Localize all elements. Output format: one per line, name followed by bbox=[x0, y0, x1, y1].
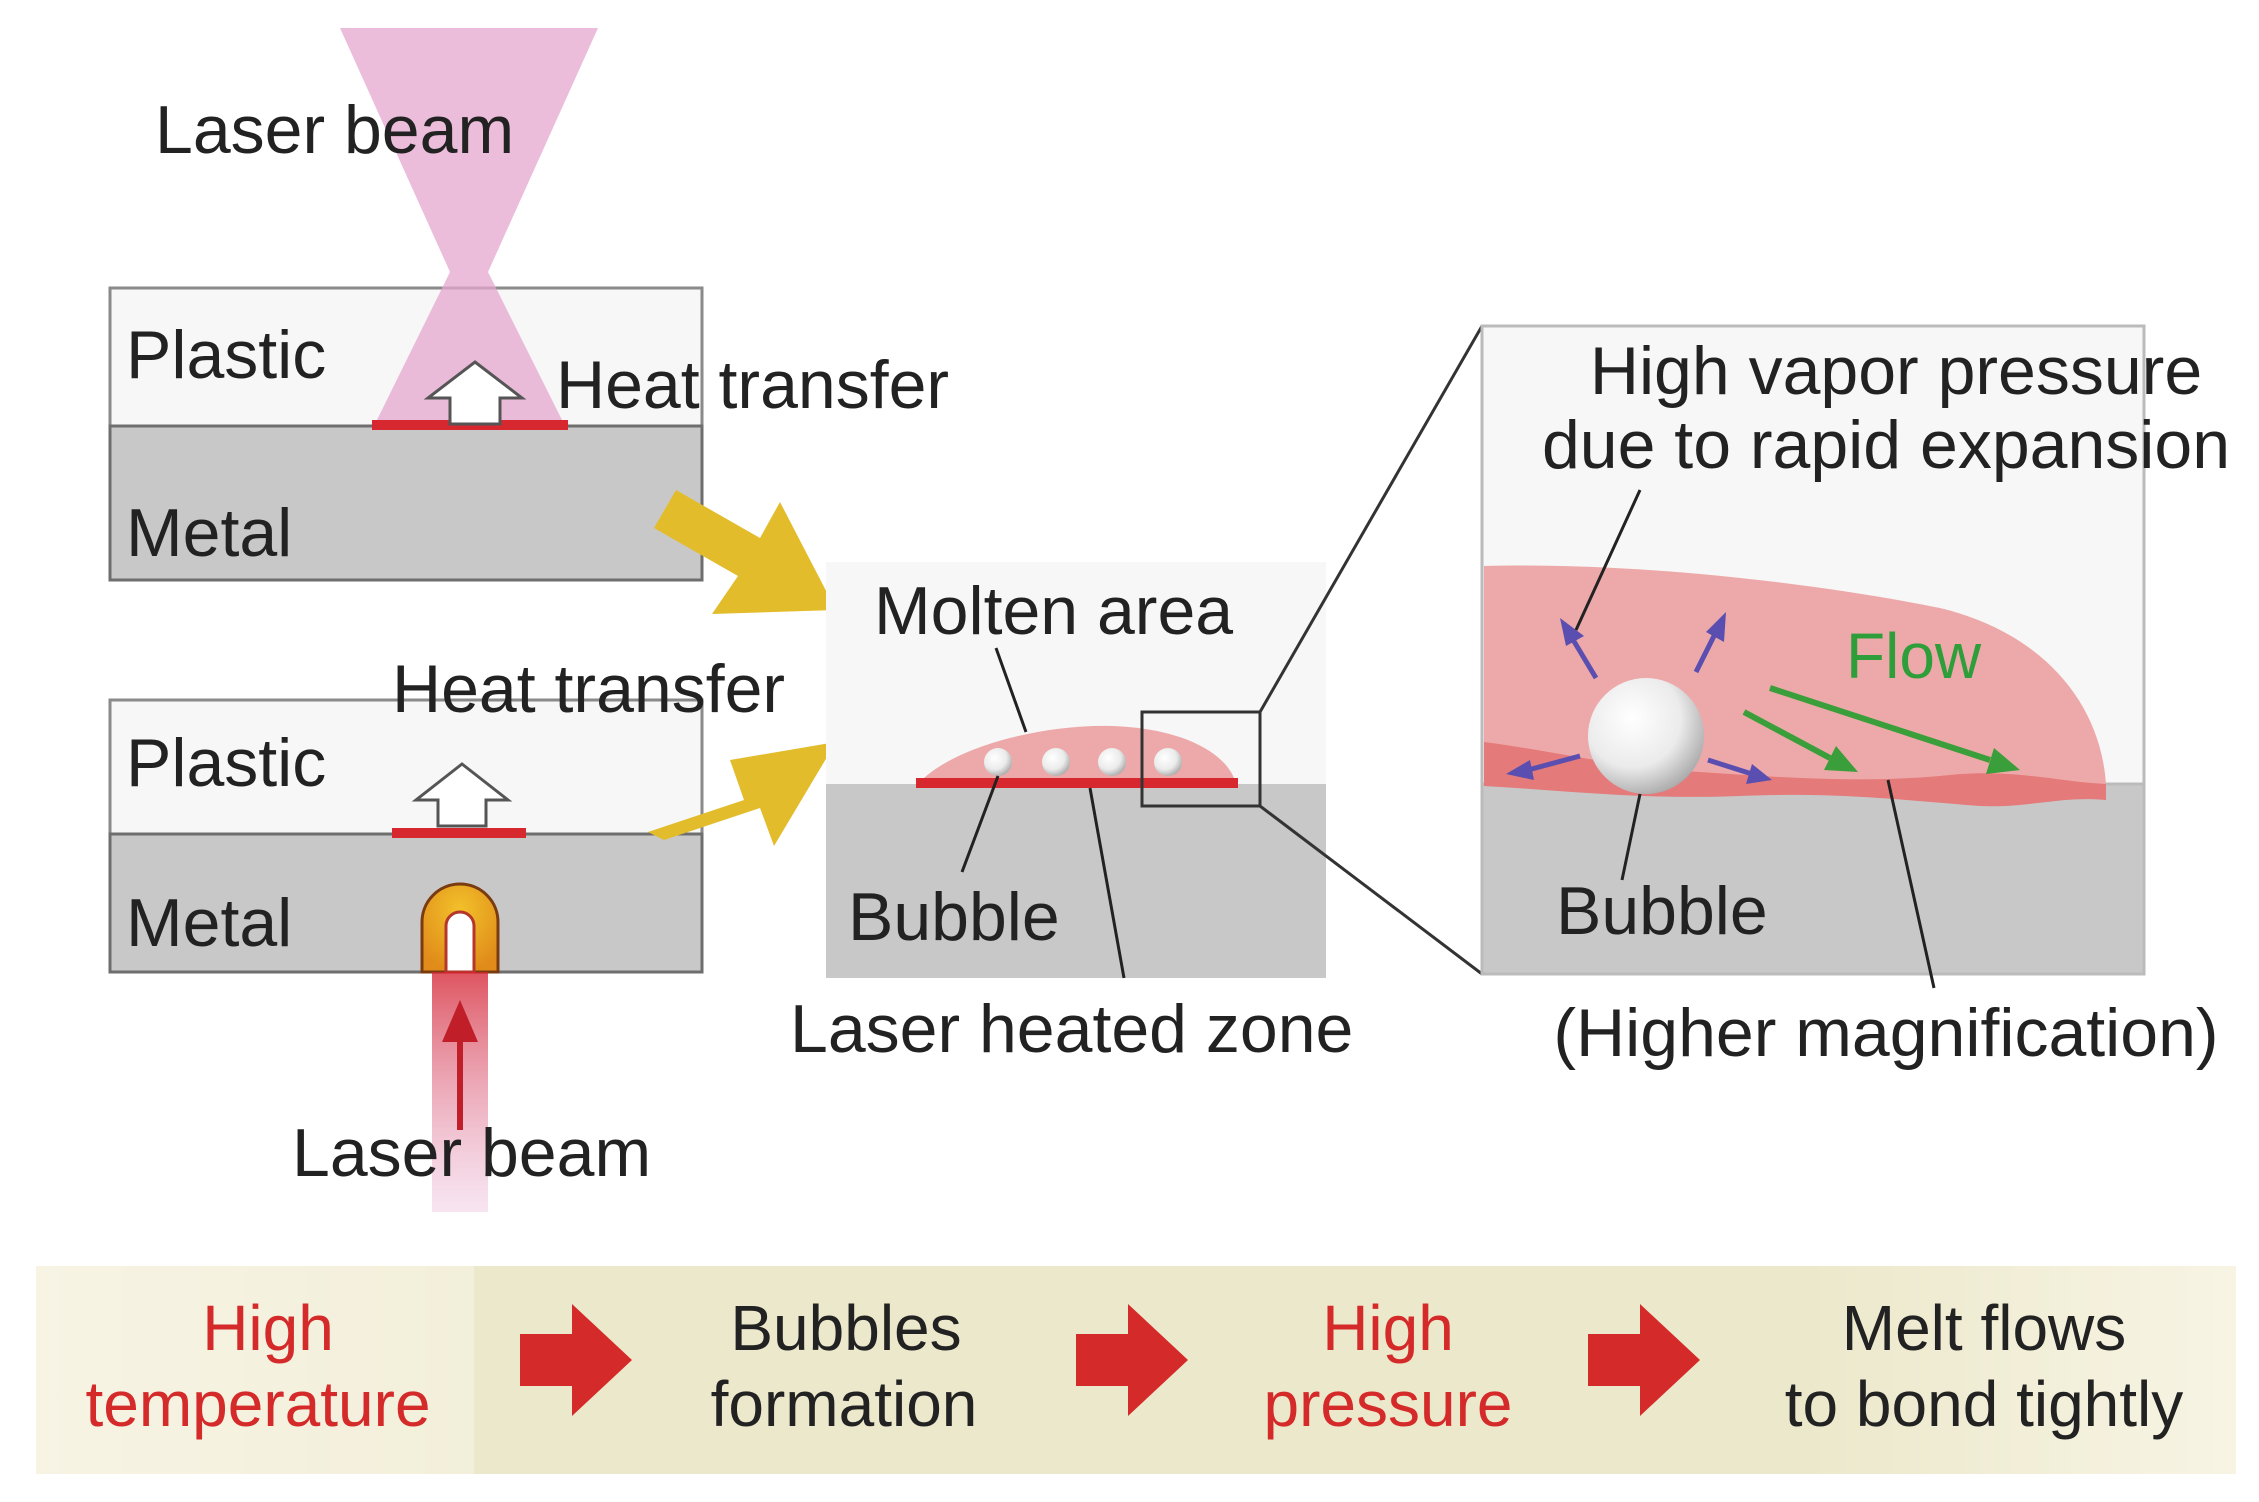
center-bubble bbox=[984, 748, 1012, 776]
molten-area-leader bbox=[994, 647, 1028, 733]
vapor-arrow bbox=[1746, 764, 1772, 784]
heat-transfer-label-top: Heat transfer bbox=[556, 347, 949, 423]
center-bubble bbox=[1154, 748, 1182, 776]
laser-heated-zone bbox=[916, 778, 1238, 788]
flow-arrow bbox=[1742, 709, 1832, 761]
flow-arrow bbox=[1986, 748, 2020, 774]
magnification-leader bbox=[1886, 779, 1936, 989]
bubble-leader-zoom bbox=[1620, 793, 1642, 881]
center-bubble bbox=[1098, 748, 1126, 776]
bottom-left-panel: Plastic Metal Heat transfer Laser beam bbox=[108, 651, 785, 1212]
laser-beam-direction-head bbox=[442, 1000, 478, 1042]
plastic-label-top: Plastic bbox=[126, 317, 326, 393]
vapor-arrow bbox=[1706, 612, 1726, 642]
laser-beam-label-top: Laser beam bbox=[155, 92, 514, 168]
process-arrow-1 bbox=[520, 1304, 632, 1416]
process-arrow-2 bbox=[1076, 1304, 1188, 1416]
plastic-layer-bottom bbox=[108, 698, 704, 836]
higher-magnification-label: (Higher magnification) bbox=[1553, 995, 2218, 1071]
heat-transfer-arrow-top bbox=[423, 360, 527, 426]
center-metal bbox=[826, 784, 1326, 978]
vapor-arrow bbox=[1506, 760, 1534, 780]
heat-transfer-label-bottom: Heat transfer bbox=[392, 651, 785, 727]
vapor-arrow bbox=[1569, 636, 1599, 680]
zoom-line-top bbox=[1258, 325, 1484, 713]
flow-label: Flow bbox=[1846, 620, 1982, 692]
heated-interface-bottom bbox=[392, 828, 526, 838]
heat-transfer-arrow-bottom bbox=[411, 762, 513, 828]
molten-area-label: Molten area bbox=[874, 573, 1233, 649]
flow-arrow bbox=[1769, 685, 1991, 763]
vapor-pressure-label-line2: due to rapid expansion bbox=[1542, 407, 2230, 483]
process-arrow-3 bbox=[1588, 1304, 1700, 1416]
plastic-label-bottom: Plastic bbox=[126, 725, 326, 801]
vapor-arrow bbox=[1560, 618, 1584, 646]
yellow-arrow-lower bbox=[648, 742, 836, 846]
metal-label-bottom: Metal bbox=[126, 885, 292, 961]
flow-arrow bbox=[1824, 746, 1858, 772]
metal-label-top: Metal bbox=[126, 495, 292, 571]
metal-layer-bottom bbox=[108, 832, 704, 974]
vapor-arrow bbox=[1527, 753, 1581, 773]
bubble-label-center: Bubble bbox=[848, 879, 1060, 955]
keyhole-inner bbox=[444, 910, 476, 974]
heated-zone-leader bbox=[1088, 787, 1126, 979]
top-left-panel: Laser beam Plastic Metal Heat transfer bbox=[108, 28, 949, 582]
vapor-pressure-label-line1: High vapor pressure bbox=[1590, 333, 2202, 409]
zoom-metal bbox=[1480, 782, 2146, 976]
center-panel: Molten area Bubble Laser heated zone bbox=[790, 562, 1353, 1067]
step-2-line2: formation bbox=[711, 1368, 978, 1440]
zoom-line-bottom bbox=[1259, 804, 1483, 976]
step-1-line1: High bbox=[202, 1292, 334, 1364]
metal-layer-top bbox=[108, 424, 704, 582]
center-bubble bbox=[1042, 748, 1070, 776]
step-1-line2: temperature bbox=[85, 1368, 430, 1440]
step-4-line1: Melt flows bbox=[1842, 1292, 2127, 1364]
process-flow-bar: High temperature Bubbles formation High … bbox=[36, 1266, 2236, 1474]
yellow-arrow-upper bbox=[654, 490, 836, 614]
bubble-leader-center bbox=[960, 775, 1000, 873]
process-bar-left-fade bbox=[36, 1266, 474, 1474]
vapor-arrow bbox=[1707, 757, 1753, 777]
laser-beam-label-bottom: Laser beam bbox=[292, 1115, 651, 1191]
vapor-arrow bbox=[1693, 630, 1719, 674]
step-3-line1: High bbox=[1322, 1292, 1454, 1364]
step-3-line2: pressure bbox=[1264, 1368, 1513, 1440]
laser-heated-zone-label: Laser heated zone bbox=[790, 991, 1353, 1067]
yellow-arrows bbox=[648, 490, 836, 846]
step-4-line2: to bond tightly bbox=[1785, 1368, 2184, 1440]
laser-beam-top bbox=[340, 28, 598, 272]
step-2-line1: Bubbles bbox=[730, 1292, 961, 1364]
magnification-box bbox=[1140, 710, 1262, 808]
zoom-panel: High vapor pressure due to rapid expansi… bbox=[1480, 324, 2230, 1071]
laser-beam-top-lower bbox=[374, 272, 565, 426]
bubble-label-zoom: Bubble bbox=[1556, 873, 1768, 949]
zoom-bubble bbox=[1588, 678, 1704, 794]
vapor-pressure-leader bbox=[1574, 489, 1642, 631]
